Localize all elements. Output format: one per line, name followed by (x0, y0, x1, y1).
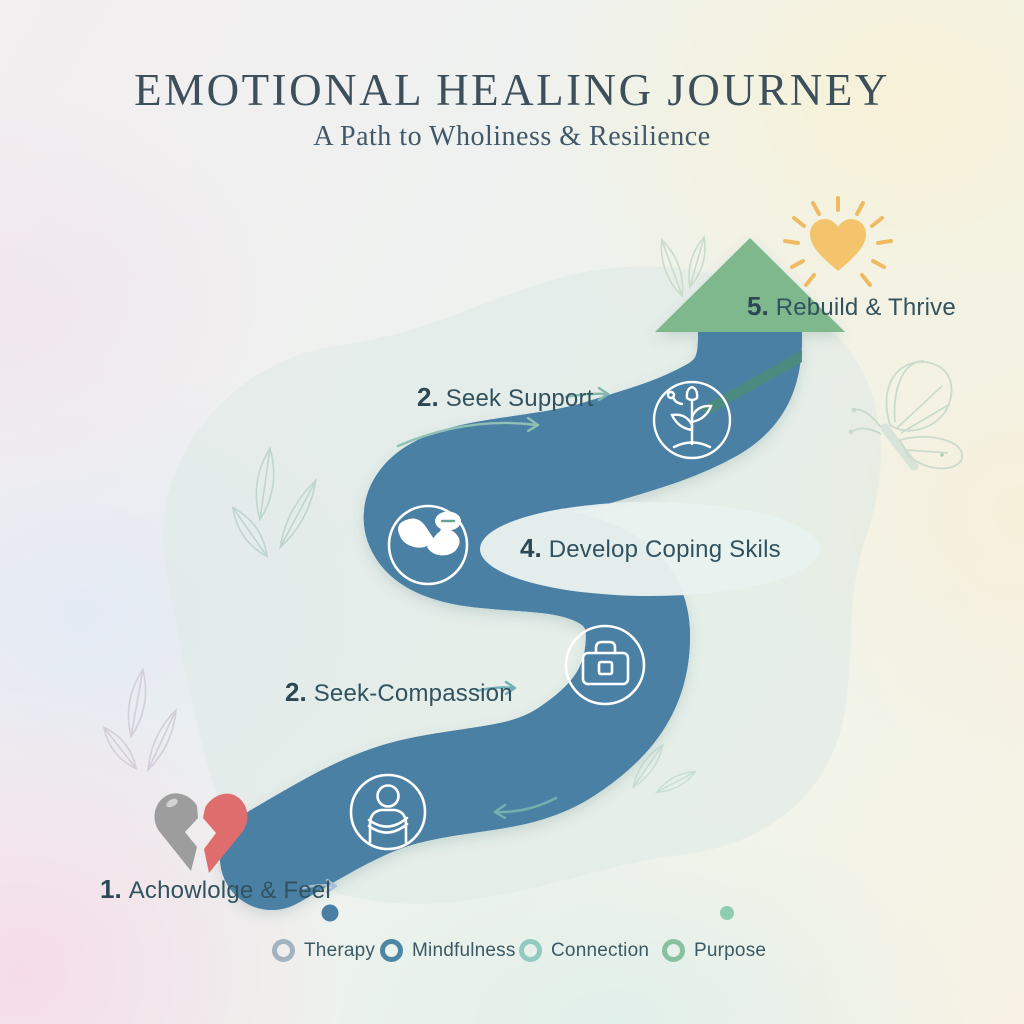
arrow-head (655, 238, 845, 332)
step-4-label: 4.Develop Coping Skils (520, 533, 781, 563)
leaf-cluster-arrow-icon (660, 235, 706, 298)
step-5-number: 5. (747, 291, 769, 321)
arrow-step1-icon (301, 878, 338, 894)
arrow-curved-up-icon (396, 416, 540, 448)
step-2-number: 2. (285, 677, 307, 707)
step-3-number: 2. (417, 382, 439, 412)
arrow-curved-left-icon (493, 796, 558, 820)
legend-item-connection: Connection (519, 939, 649, 962)
step-5-label: 5.Rebuild & Thrive (747, 291, 956, 321)
step-2-label: 2.Seek-Compassion (285, 677, 513, 707)
step-1-label: 1.Achowlolge & Feel (100, 874, 331, 904)
timeline-end-dot (720, 906, 734, 920)
mindfulness-ring-icon (380, 939, 403, 962)
page-title: EMOTIONAL HEALING JOURNEY (134, 65, 890, 115)
growth-plant-icon (652, 380, 732, 460)
legend-item-mindfulness: Mindfulness (380, 939, 516, 962)
leaf-cluster-right-icon (631, 743, 698, 794)
leaf-cluster-bottom-icon (102, 667, 177, 773)
self-hug-person-icon (349, 773, 427, 851)
broken-heart-icon (154, 793, 248, 873)
timeline (321, 904, 734, 922)
flow-arrows (301, 386, 610, 894)
legend-item-purpose: Purpose (662, 939, 766, 962)
step-4-label-pill (480, 502, 820, 596)
legend-item-therapy: Therapy (272, 939, 375, 962)
page-subtitle: A Path to Wholiness & Resilience (313, 121, 711, 152)
step-4-number: 4. (520, 533, 542, 563)
compassion-hands-icon (387, 504, 469, 586)
leaf-cluster-left-icon (231, 446, 318, 559)
butterfly-icon (848, 360, 963, 471)
therapy-ring-icon (272, 939, 295, 962)
arrow-dark-sliver (700, 350, 802, 416)
radiant-heart-icon (783, 196, 893, 287)
timeline-start-dot (321, 904, 339, 922)
arrow-step2-icon (475, 680, 517, 696)
briefcase-icon (564, 624, 646, 706)
connection-ring-icon (519, 939, 542, 962)
arrow-step3-icon (564, 386, 610, 402)
step-1-number: 1. (100, 874, 122, 904)
purpose-ring-icon (662, 939, 685, 962)
step-3-label: 2.Seek Support (417, 382, 594, 412)
